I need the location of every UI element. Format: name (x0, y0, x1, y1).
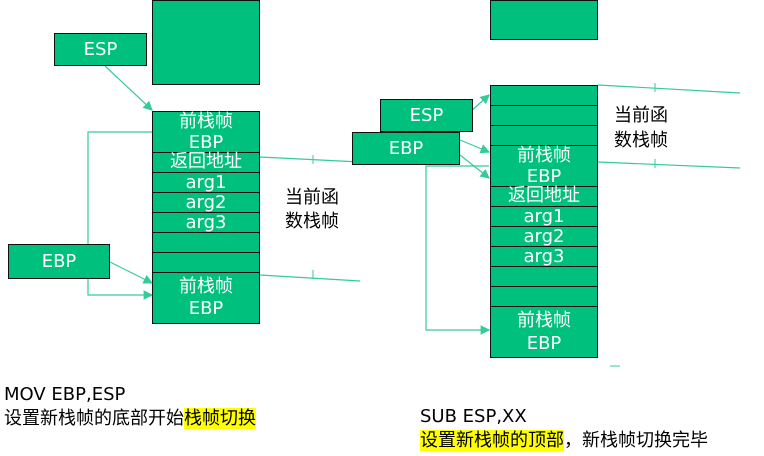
left-ebp-register: EBP (8, 244, 110, 279)
right-frame-top-line (597, 84, 741, 94)
left-stack-cell-bottom-frame (152, 272, 260, 324)
left-description: 设置新栈帧的底部开始栈帧切换 (4, 408, 256, 430)
right-bottom-frame-label-1: 前栈帧 (517, 310, 571, 331)
left-description-highlight: 栈帧切换 (184, 408, 256, 429)
left-bottom-frame-label-1: 前栈帧 (179, 276, 233, 297)
left-bottom-frame-label-2: EBP (188, 298, 224, 319)
right-frame-label-2: 数栈帧 (614, 130, 668, 151)
left-arg1-label: arg1 (185, 172, 227, 193)
right-upper-stack-block (490, 0, 598, 40)
left-instruction: MOV EBP,ESP (4, 384, 126, 405)
right-loop-line (425, 165, 491, 335)
left-frame-label-2: 数栈帧 (285, 211, 339, 232)
left-ebp-arrow (109, 261, 154, 284)
left-description-plain: 设置新栈帧的底部开始 (4, 408, 184, 429)
right-arg2-label: arg2 (523, 226, 565, 247)
right-stack-cell-bottom-frame (490, 306, 598, 358)
left-frame-label-1: 当前函 (285, 187, 339, 208)
right-instruction: SUB ESP,XX (420, 406, 527, 427)
right-description: 设置新栈帧的顶部，新栈帧切换完毕 (420, 430, 708, 452)
right-arg1-label: arg1 (523, 206, 565, 227)
right-stack-cell-empty-1 (490, 266, 598, 287)
right-esp-register: ESP (380, 99, 473, 132)
left-prev-frame-label-2: EBP (188, 132, 224, 153)
left-stack-cell-empty-1 (152, 232, 260, 253)
right-bottom-frame-label-2: EBP (526, 333, 562, 354)
left-frame-top-line (259, 156, 361, 163)
right-stack-cell-empty-2 (490, 286, 598, 307)
right-ebp-arrow-1 (459, 139, 491, 154)
right-stack-cell-prev-frame (490, 145, 598, 187)
right-stack-cell-empty-c (490, 125, 598, 146)
right-description-highlight: 设置新栈帧的顶部 (420, 430, 564, 451)
left-frame-bottom-line (259, 274, 361, 282)
left-arg3-label: arg3 (185, 212, 227, 233)
right-prev-frame-label-1: 前栈帧 (517, 145, 571, 166)
left-upper-stack-block (152, 0, 260, 85)
left-prev-frame-label-1: 前栈帧 (179, 111, 233, 132)
left-return-address-label: 返回地址 (170, 151, 242, 172)
right-frame-bottom-line (597, 161, 741, 169)
right-stack-cell-empty-b (490, 105, 598, 126)
right-ebp-register: EBP (352, 132, 460, 165)
right-frame-label-1: 当前函 (614, 105, 668, 126)
left-arg2-label: arg2 (185, 192, 227, 213)
right-stack-cell-empty-a (490, 85, 598, 106)
left-stack-cell-empty-2 (152, 252, 260, 273)
right-return-address-label: 返回地址 (508, 185, 580, 206)
right-arg3-label: arg3 (523, 246, 565, 267)
left-loop-line (87, 131, 154, 300)
right-description-plain: ，新栈帧切换完毕 (564, 430, 708, 451)
left-esp-arrow (104, 65, 153, 111)
right-esp-arrow (469, 94, 490, 113)
left-esp-register: ESP (54, 33, 147, 66)
right-prev-frame-label-2: EBP (526, 166, 562, 187)
